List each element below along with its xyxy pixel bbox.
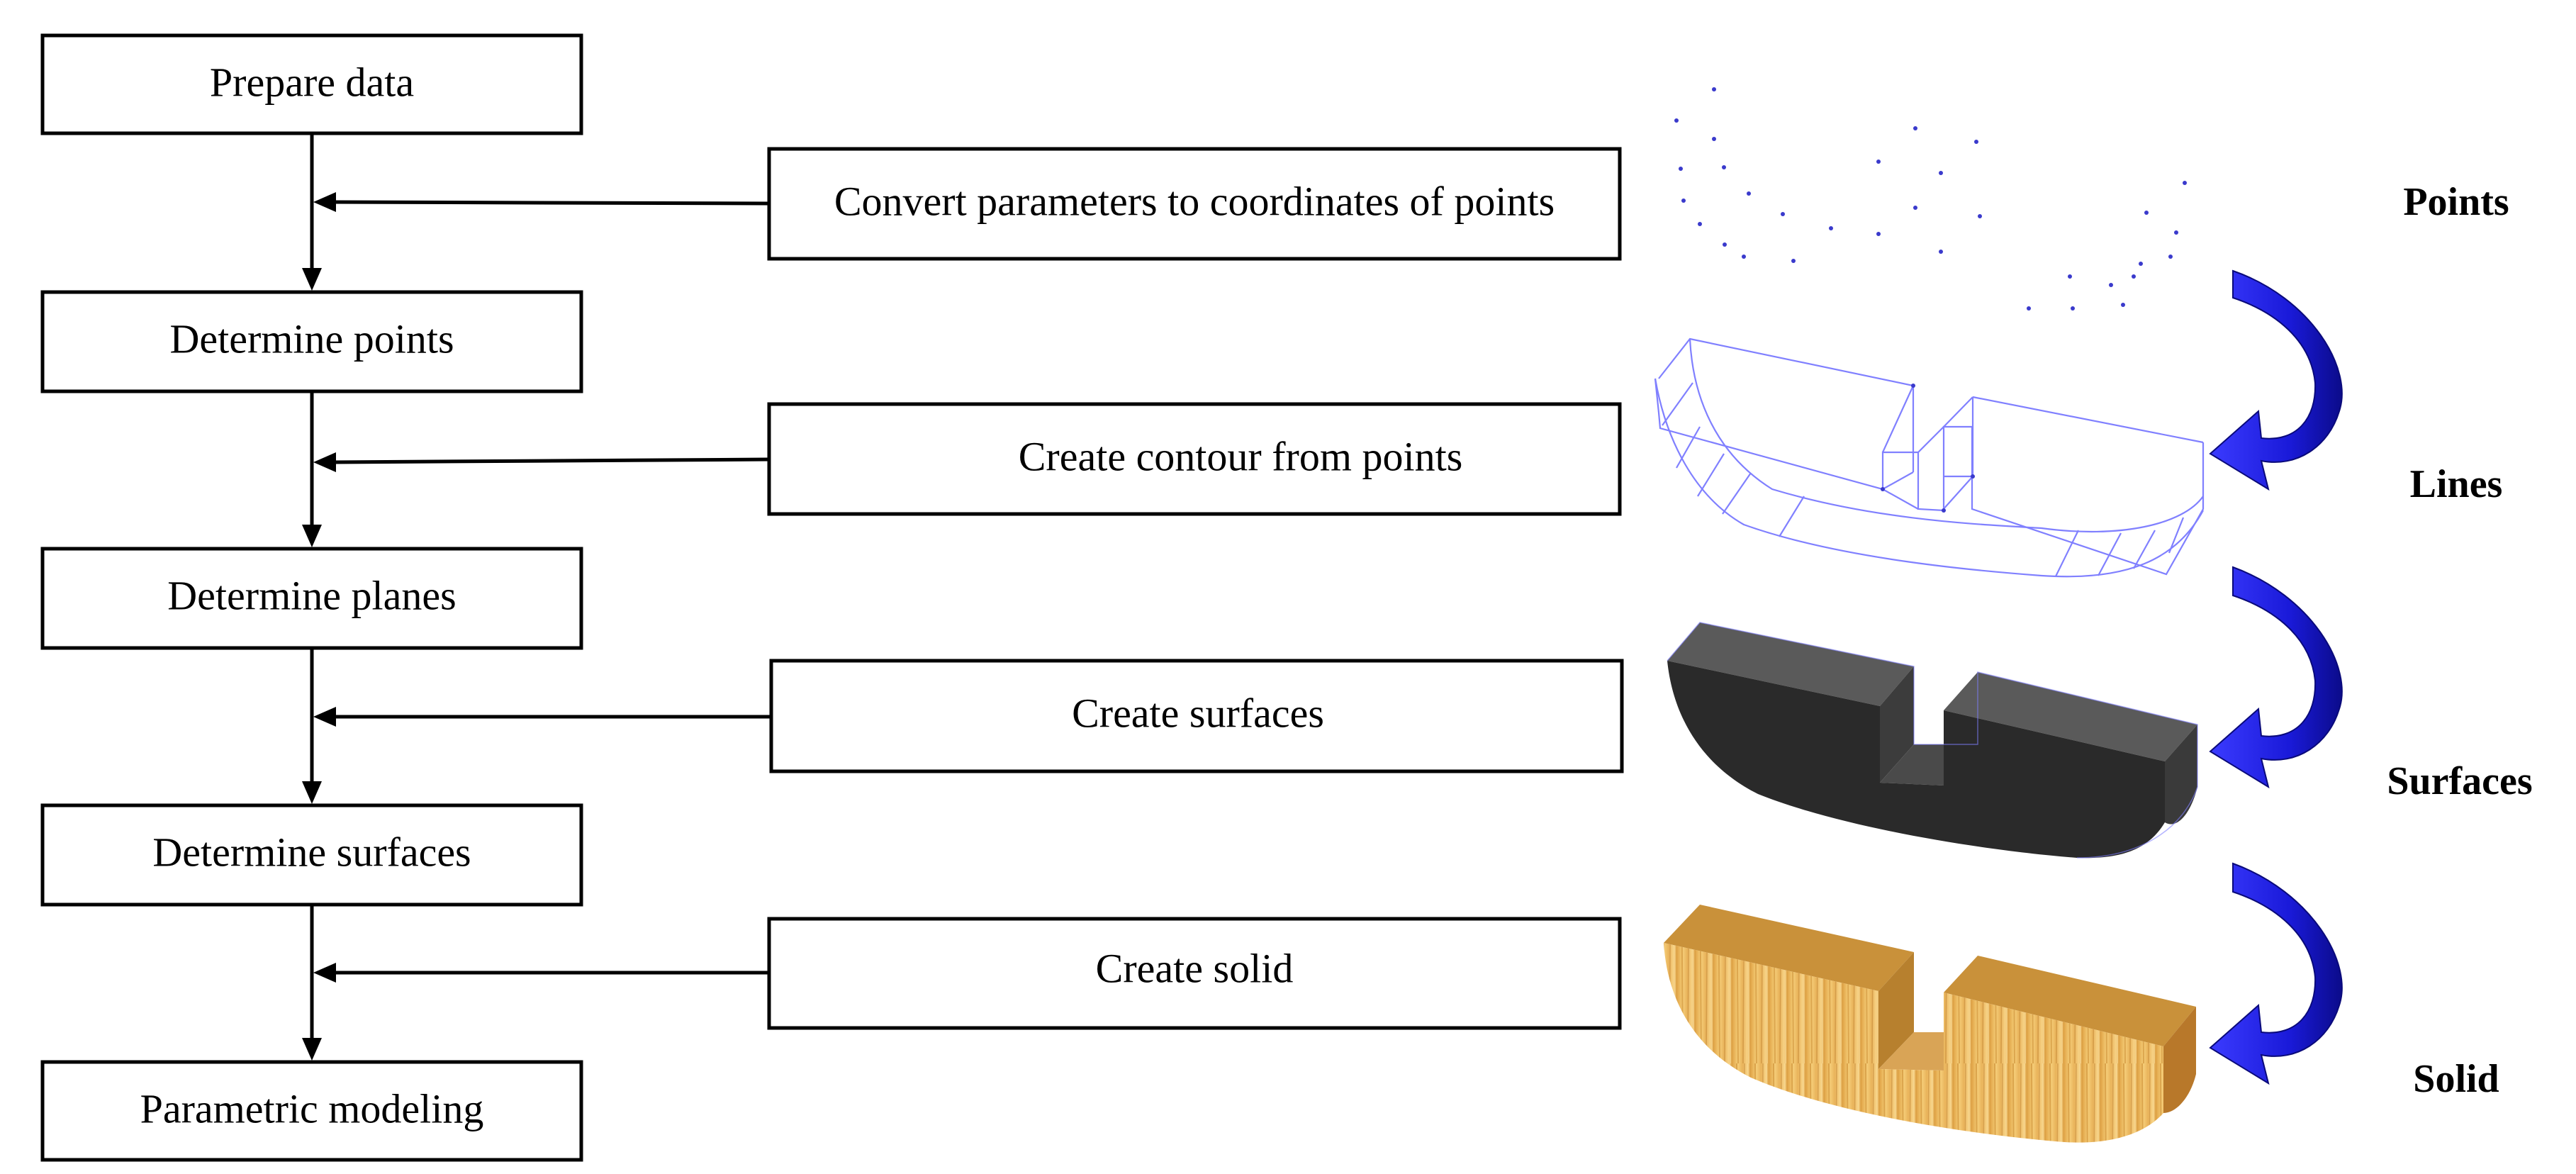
flow-step-label: Determine planes <box>167 572 456 618</box>
operation-label: Create solid <box>1096 945 1294 991</box>
flow-step-label: Determine points <box>169 315 454 362</box>
vertical-connector <box>302 648 322 804</box>
operation-box: Convert parameters to coordinates of poi… <box>767 147 1622 261</box>
curved-arrow-icon <box>2209 566 2343 789</box>
surface-model-icon <box>1667 622 2198 859</box>
operation-label: Create surfaces <box>1072 690 1324 736</box>
point-cloud-icon <box>1674 87 2187 311</box>
wireframe-icon <box>1654 337 2205 578</box>
flow-step-label: Determine surfaces <box>152 829 471 875</box>
stage-label-solid: Solid <box>2413 1057 2499 1101</box>
flow-step-box: Determine planes <box>40 547 583 650</box>
flow-connectors <box>302 133 322 1061</box>
operation-box: Create surfaces <box>769 659 1624 773</box>
operation-box: Create solid <box>767 917 1622 1030</box>
curved-arrow-icon <box>2209 269 2343 491</box>
solid-model-icon <box>1664 905 2196 1143</box>
horizontal-connector <box>313 452 770 472</box>
horizontal-connector <box>313 192 770 212</box>
operation-label: Create contour from points <box>1019 433 1463 479</box>
operation-label: Convert parameters to coordinates of poi… <box>834 178 1555 224</box>
flow-step-box: Determine surfaces <box>40 803 583 907</box>
flow-step-label: Parametric modeling <box>140 1085 484 1131</box>
stage-label-surfaces: Surfaces <box>2387 759 2532 803</box>
vertical-connector <box>302 905 322 1061</box>
stage-label-lines: Lines <box>2410 462 2503 506</box>
flow-step-box: Prepare data <box>40 33 583 135</box>
operation-box: Create contour from points <box>767 402 1622 516</box>
vertical-connector <box>302 133 322 291</box>
flow-step-box: Determine points <box>40 290 583 393</box>
stage-label-points: Points <box>2403 180 2509 224</box>
flow-step-box: Parametric modeling <box>40 1060 583 1162</box>
vertical-connector <box>302 391 322 547</box>
curved-arrow-icon <box>2209 862 2343 1085</box>
flow-step-label: Prepare data <box>210 59 414 105</box>
operation-connectors <box>313 192 771 983</box>
horizontal-connector <box>313 963 769 983</box>
horizontal-connector <box>313 707 771 727</box>
